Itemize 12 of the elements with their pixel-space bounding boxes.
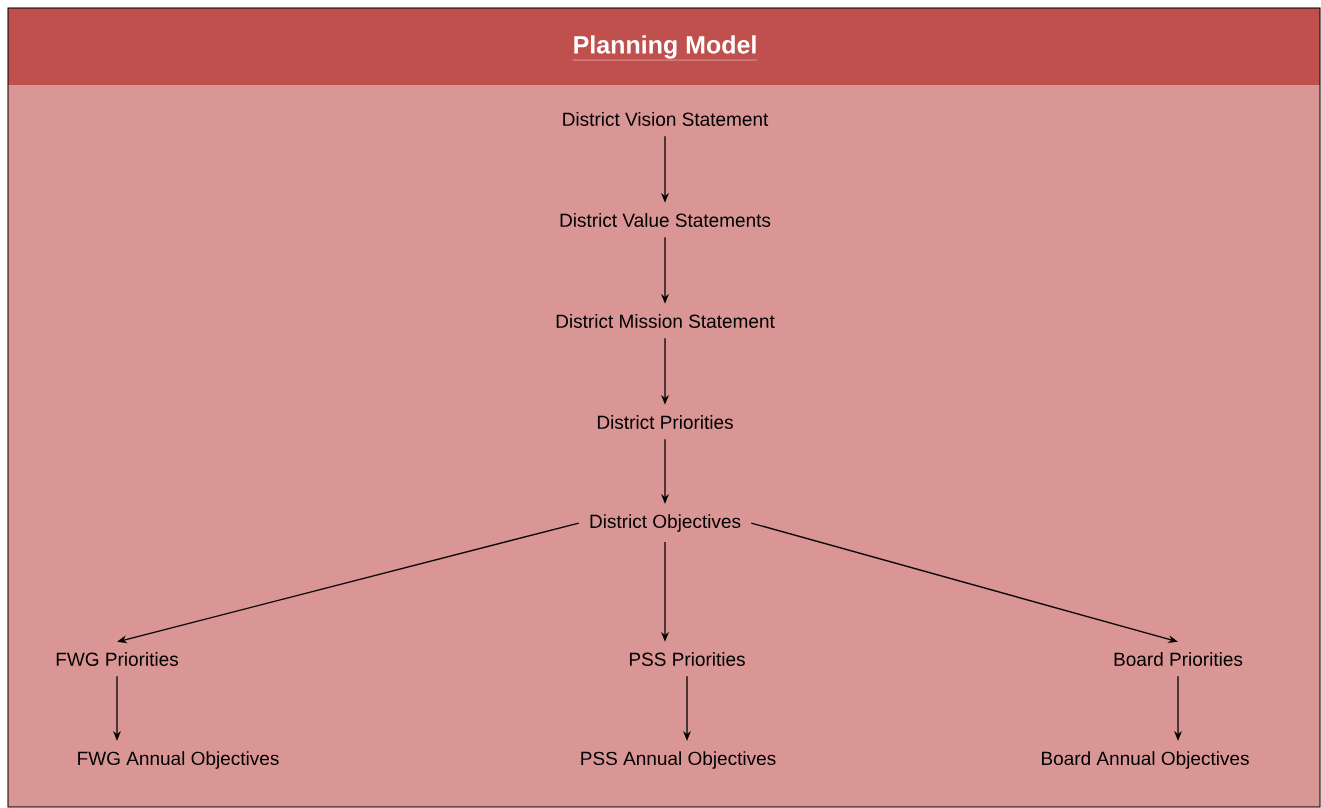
node-label: Board Annual Objectives (1042, 751, 1249, 769)
node-label: District Vision Statement (563, 112, 769, 126)
node-label: District Objectives (590, 514, 741, 532)
node-label: FWG Priorities (56, 652, 179, 666)
node-label: District Priorities (597, 415, 733, 429)
title-band: Planning Model (8, 8, 1320, 85)
node-label: FWG Annual Objectives (78, 751, 279, 769)
node-label: PSS Annual Objectives (581, 751, 776, 769)
node-label: District Value Statements (560, 213, 771, 227)
node-label: PSS Priorities (629, 652, 745, 666)
node-label: Board Priorities (1114, 652, 1243, 666)
node-label: District Mission Statement (556, 314, 775, 328)
